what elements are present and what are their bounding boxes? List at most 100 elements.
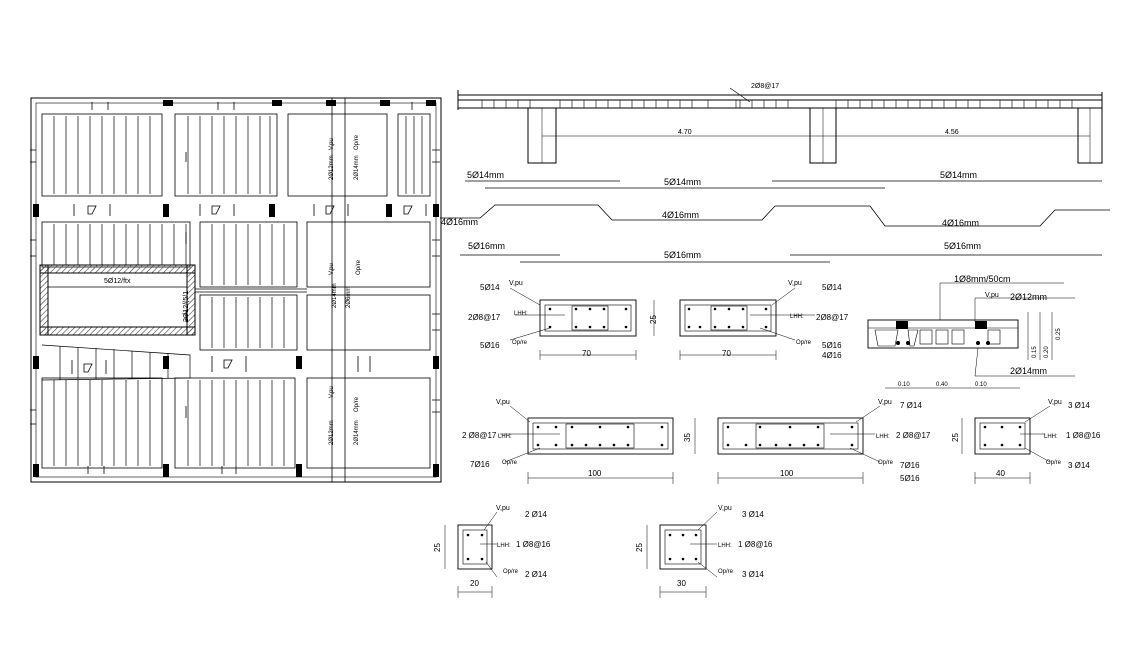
- s1-width: 70: [582, 349, 591, 358]
- section-6: V,pu 2 Ø14 LHH: 1 Ø8@16 Op/re 2 Ø14 25 2…: [433, 505, 551, 598]
- slab-bottom-bar: 2Ø14mm: [1010, 366, 1047, 376]
- s1-stirrup: 2Ø8@17: [468, 313, 501, 322]
- plan-label-vpu-2: V,pu: [329, 263, 335, 275]
- slab-h1: 0.15: [1032, 346, 1038, 358]
- elev-bar-8: 5Ø16mm: [664, 250, 701, 260]
- plan-label-left-bar: 5Ø12/ftx: [104, 278, 131, 285]
- section-2: V,pu 5Ø14 LHH: 2Ø8@17 Op/re 5Ø16 4Ø16 70: [679, 280, 849, 360]
- s1-opre: Op/re: [512, 340, 528, 346]
- s4-opre: Op/re: [878, 460, 894, 466]
- s3-stir-tag: LHH:: [498, 434, 512, 440]
- plan-label-middle-a: 2Ø14mm: [332, 283, 338, 308]
- plan-label-middle-b: 2Ø6mm: [346, 287, 352, 308]
- elev-bar-3: 5Ø14mm: [940, 170, 977, 180]
- floor-plan: [30, 97, 442, 483]
- plan-label-opre-2: Op/re: [356, 259, 362, 275]
- elev-bar-2: 5Ø14mm: [664, 177, 701, 187]
- s7-opre: Op/re: [718, 569, 734, 575]
- s3-stirrup: 2 Ø8@17: [462, 431, 497, 440]
- plan-label-vpu-3: V,pu: [329, 386, 335, 398]
- s1-bottom: 5Ø16: [480, 341, 500, 350]
- s2-width: 70: [722, 349, 731, 358]
- slab-marks: [30, 102, 440, 474]
- section-5: V,pu 3 Ø14 LHH: 1 Ø8@16 Op/re 3 Ø14 25 4…: [951, 399, 1101, 484]
- joist-lines: [41, 116, 423, 466]
- plan-label-top-a: 2Ø12mm: [329, 155, 335, 180]
- s3-height: 35: [683, 433, 692, 442]
- slab-h3: 0.25: [1056, 328, 1062, 340]
- s4-width: 100: [780, 469, 794, 478]
- plan-label-bottom-a: 2Ø12mm: [329, 420, 335, 445]
- s7-stir-tag: LHH:: [718, 543, 732, 549]
- s3-opre: Op/re: [502, 460, 518, 466]
- s2-opre: Op/re: [796, 340, 812, 346]
- s6-top: 2 Ø14: [525, 510, 547, 519]
- elev-bar-7: 5Ø16mm: [468, 241, 505, 251]
- s4-top: 7 Ø14: [900, 401, 922, 410]
- slab-dim-c: 0.10: [975, 382, 987, 388]
- s4-stirrup: 2 Ø8@17: [896, 431, 931, 440]
- elev-bar-1: 5Ø14mm: [467, 170, 504, 180]
- slab-vpu: V,pu: [985, 292, 999, 299]
- elev-span-1: 4.70: [678, 129, 692, 136]
- s5-height: 25: [951, 433, 960, 442]
- s7-height: 25: [635, 543, 644, 552]
- slab-h2: 0.20: [1044, 346, 1050, 358]
- elev-bar-5: 4Ø16mm: [662, 210, 699, 220]
- s4-vpu: V,pu: [878, 399, 892, 406]
- s2-bottom-b: 4Ø16: [822, 351, 842, 360]
- plan-label-opre-3: Op/re: [354, 396, 360, 412]
- s5-stir-tag: LHH:: [1044, 434, 1058, 440]
- slab-top-bar: 2Ø12mm: [1010, 292, 1047, 302]
- plan-label-opre-1: Op/re: [354, 134, 360, 150]
- s7-bottom: 3 Ø14: [742, 570, 764, 579]
- plan-inner-outline: [35, 102, 437, 478]
- s2-stir-tag: LHH:: [790, 314, 804, 320]
- elev-span-2: 4.56: [945, 129, 959, 136]
- s3-bottom: 7Ø16: [470, 460, 490, 469]
- section-4: V,pu 7 Ø14 LHH: 2 Ø8@17 Op/re 7Ø16 5Ø16 …: [717, 399, 931, 484]
- s7-vpu: V,pu: [718, 505, 732, 512]
- s4-stir-tag: LHH:: [876, 434, 890, 440]
- s6-bottom: 2 Ø14: [525, 570, 547, 579]
- s3-vpu: V,pu: [496, 399, 510, 406]
- s1-height: 25: [649, 315, 658, 324]
- s6-width: 20: [470, 579, 479, 588]
- s6-opre: Op/re: [503, 569, 519, 575]
- s5-opre: Op/re: [1046, 460, 1062, 466]
- plan-labels: 5Ø12/ftx 2Ø12/(5/1 2Ø12mm 2Ø14mm V,pu Op…: [104, 134, 362, 445]
- s1-stir-tag: LHH:: [514, 311, 528, 317]
- elev-bar-9: 5Ø16mm: [944, 241, 981, 251]
- s5-stirrup: 1 Ø8@16: [1066, 431, 1101, 440]
- stair-core: [39, 264, 196, 336]
- elev-bar-4: 4Ø16mm: [441, 217, 478, 227]
- s5-bottom: 3 Ø14: [1068, 461, 1090, 470]
- s7-stirrup: 1 Ø8@16: [738, 540, 773, 549]
- s1-top: 5Ø14: [480, 283, 500, 292]
- beam-elevation: [440, 87, 1110, 263]
- elev-bar-6: 4Ø16mm: [942, 218, 979, 228]
- s6-height: 25: [433, 543, 442, 552]
- s5-width: 40: [996, 469, 1005, 478]
- elev-top-bar: 2Ø8@17: [751, 83, 779, 90]
- s6-stir-tag: LHH:: [497, 543, 511, 549]
- s1-vpu: V,pu: [509, 280, 523, 287]
- s3-width: 100: [588, 469, 602, 478]
- s5-vpu: V,pu: [1048, 399, 1062, 406]
- s4-bottom-a: 7Ø16: [900, 461, 920, 470]
- plan-label-bottom-b: 2Ø14mm: [354, 420, 360, 445]
- plan-outline: [30, 97, 442, 483]
- section-3: V,pu 2 Ø8@17 LHH: 7Ø16 Op/re 35 100: [462, 399, 696, 484]
- slab-top-note: 1Ø8mm/50cm: [954, 274, 1011, 284]
- slab-panels: [41, 113, 431, 469]
- plan-label-mid-vertical: 2Ø12/(5/1: [183, 291, 190, 322]
- elevation-labels: 2Ø8@17 4.70 4.56 5Ø14mm 5Ø14mm 5Ø14mm 4Ø…: [441, 83, 981, 260]
- plan-label-vpu-1: V,pu: [329, 138, 335, 150]
- s6-stirrup: 1 Ø8@16: [516, 540, 551, 549]
- s7-width: 30: [677, 579, 686, 588]
- s4-bottom-b: 5Ø16: [900, 474, 920, 483]
- section-1: V,pu 5Ø14 2Ø8@17 LHH: 5Ø16 Op/re 25 70: [468, 280, 658, 360]
- s2-top: 5Ø14: [822, 283, 842, 292]
- s2-vpu: V,pu: [788, 280, 802, 287]
